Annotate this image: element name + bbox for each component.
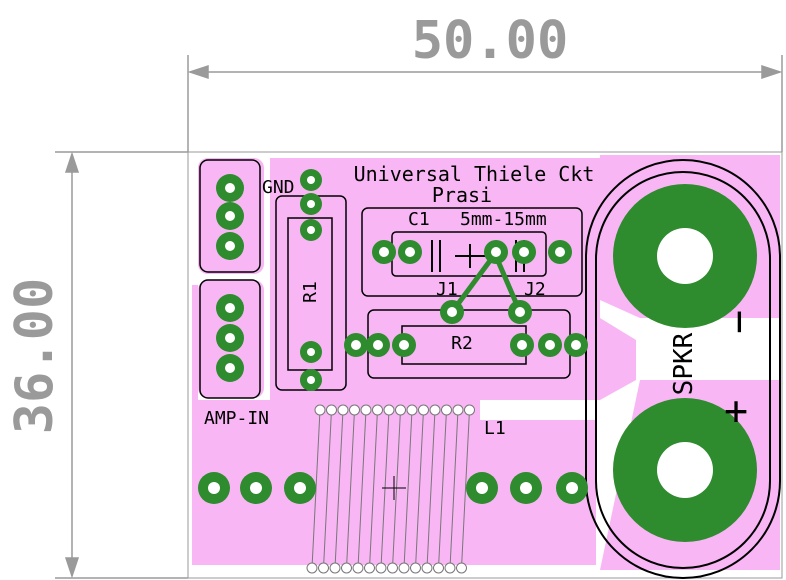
j2-label: J2 — [524, 279, 546, 300]
r1-label: R1 — [300, 281, 321, 303]
amp-in-label: AMP-IN — [204, 408, 269, 429]
minus-label: − — [716, 310, 762, 334]
speaker-footprint — [585, 159, 781, 579]
j1-label: J1 — [436, 279, 458, 300]
c1-label: C1 — [408, 209, 430, 230]
gnd-label: GND — [262, 177, 295, 198]
pads — [198, 169, 588, 504]
r2-label: R2 — [451, 333, 473, 354]
c1-size-label: 5mm-15mm — [460, 209, 547, 230]
speaker-pads — [613, 184, 757, 542]
width-dimension-label: 50.00 — [412, 11, 569, 71]
l1-label: L1 — [484, 418, 506, 439]
width-dimension — [187, 55, 783, 152]
spkr-label: SPKR — [669, 332, 699, 395]
height-dimension-label: 36.00 — [5, 278, 65, 435]
plus-label: + — [724, 388, 748, 434]
board-title: Universal Thiele Ckt — [354, 162, 595, 186]
inductor-windings — [306, 404, 475, 574]
height-dimension — [55, 151, 188, 579]
board-subtitle: Prasi — [432, 183, 492, 207]
